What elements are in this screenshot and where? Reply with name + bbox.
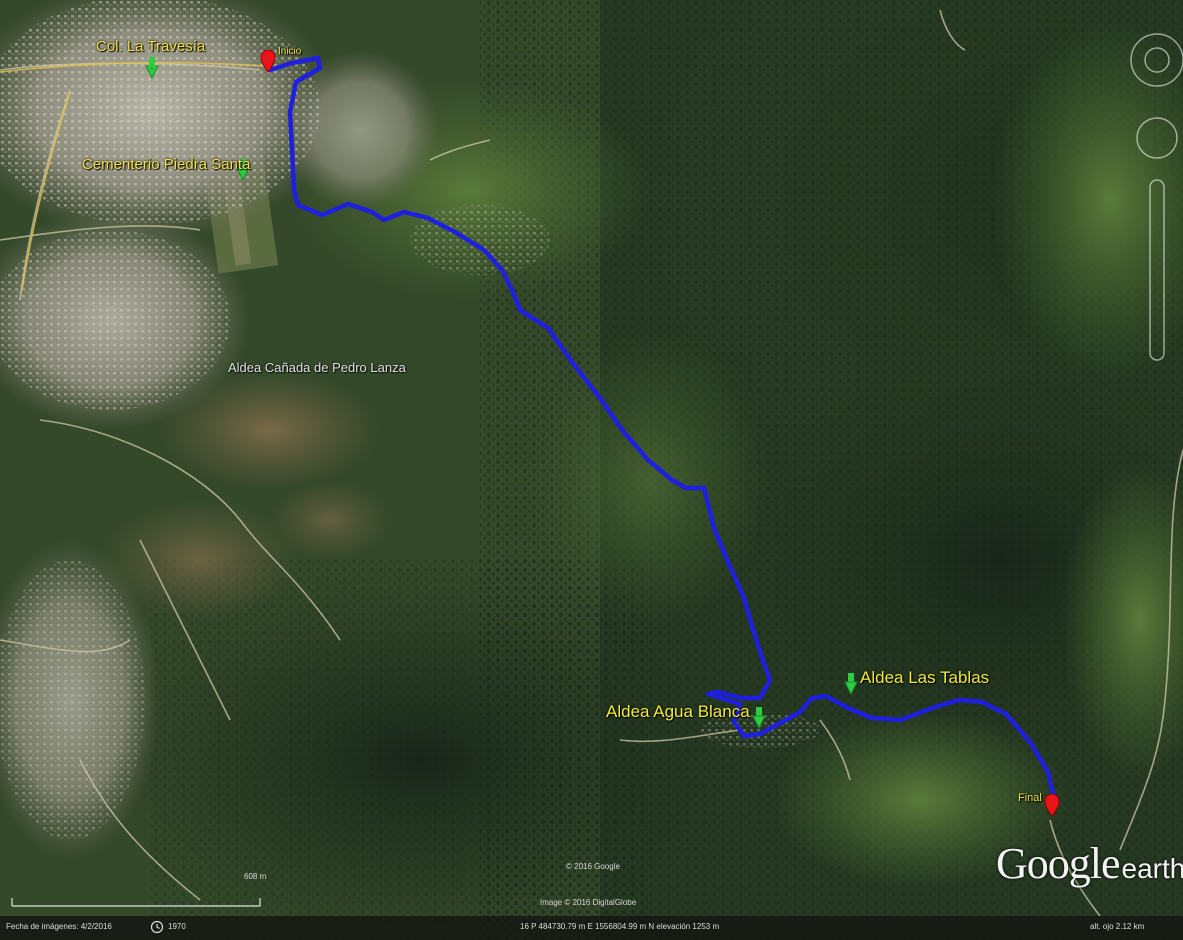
label-agua-blanca: Aldea Agua Blanca — [606, 702, 750, 721]
copyright-google: © 2016 Google — [566, 862, 620, 871]
status-bar — [0, 916, 1183, 940]
marker-las-tablas[interactable] — [842, 672, 860, 696]
label-cementerio: Cementerio Piedra Santa — [82, 156, 251, 173]
status-year: 1970 — [168, 922, 186, 931]
google-earth-logo: Googleearth — [996, 839, 1183, 888]
navigation-controls[interactable] — [1128, 10, 1182, 370]
status-coordinates: 16 P 484730.79 m E 1556804.99 m N elevac… — [520, 922, 720, 931]
copyright-imagery: Image © 2016 DigitalGlobe — [540, 898, 637, 907]
route-path — [267, 55, 1057, 801]
history-clock-icon[interactable] — [150, 920, 164, 934]
status-eye-altitude: alt. ojo 2.12 km — [1090, 922, 1145, 931]
label-end-marker: Final — [1018, 792, 1042, 804]
marker-agua-blanca[interactable] — [750, 706, 768, 730]
scale-bar-label: 608 m — [244, 872, 267, 881]
label-las-tablas: Aldea Las Tablas — [860, 668, 990, 687]
marker-end-red[interactable] — [1044, 794, 1060, 818]
marker-cementerio[interactable] — [234, 158, 252, 182]
label-canada-pedro-lanza: Aldea Cañada de Pedro Lanza — [228, 360, 406, 375]
label-start-marker: Inicio — [278, 46, 302, 57]
marker-start-red[interactable] — [260, 50, 276, 74]
marker-la-travesia[interactable] — [143, 56, 161, 80]
status-image-date: Fecha de imágenes: 4/2/2016 — [6, 922, 112, 931]
label-la-travesia: Col. La Travesía — [96, 38, 206, 55]
